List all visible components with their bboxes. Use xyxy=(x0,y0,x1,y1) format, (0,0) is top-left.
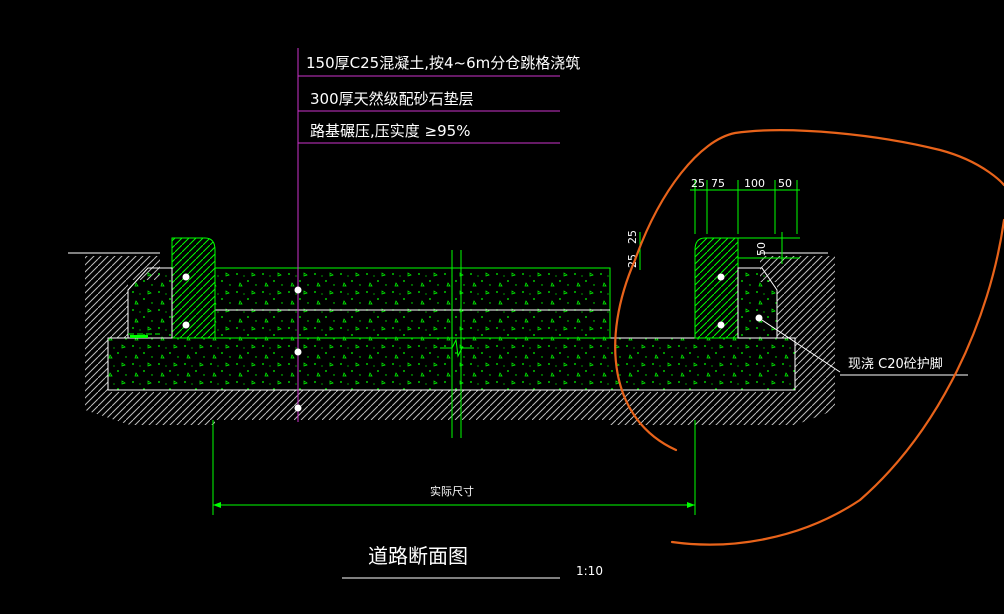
gravel-layer-note: 300厚天然级配砂石垫层 xyxy=(310,90,474,108)
left-curb xyxy=(127,237,216,339)
drawing-scale: 1:10 xyxy=(576,564,603,578)
rebar-dots xyxy=(182,273,763,329)
dim-25: 25 xyxy=(691,177,705,190)
subgrade-note: 路基碾压,压实度 ≥95% xyxy=(310,122,470,140)
dim-50: 50 xyxy=(778,177,792,190)
concrete-slab xyxy=(214,267,611,339)
soil-hatch xyxy=(68,252,835,425)
layer-notes-leader xyxy=(294,48,560,422)
curb-foot-note: 现浇 C20砼护脚 xyxy=(848,356,943,372)
curb-foot-leader xyxy=(761,319,968,376)
right-curb xyxy=(694,237,778,339)
curb-dimension-lines xyxy=(639,180,800,270)
dim-curb-height: 50 xyxy=(755,242,768,256)
width-label: 实际尺寸 xyxy=(430,484,474,498)
dim-75: 75 xyxy=(711,177,725,190)
break-line xyxy=(440,250,474,438)
width-dimension xyxy=(212,420,696,515)
dim-side-b: 25 xyxy=(626,230,639,244)
markup-circle xyxy=(614,129,1004,546)
dim-100: 100 xyxy=(744,177,765,190)
drawing-title: 道路断面图 xyxy=(368,544,468,568)
concrete-layer-note: 150厚C25混凝土,按4~6m分仓跳格浇筑 xyxy=(306,54,580,72)
